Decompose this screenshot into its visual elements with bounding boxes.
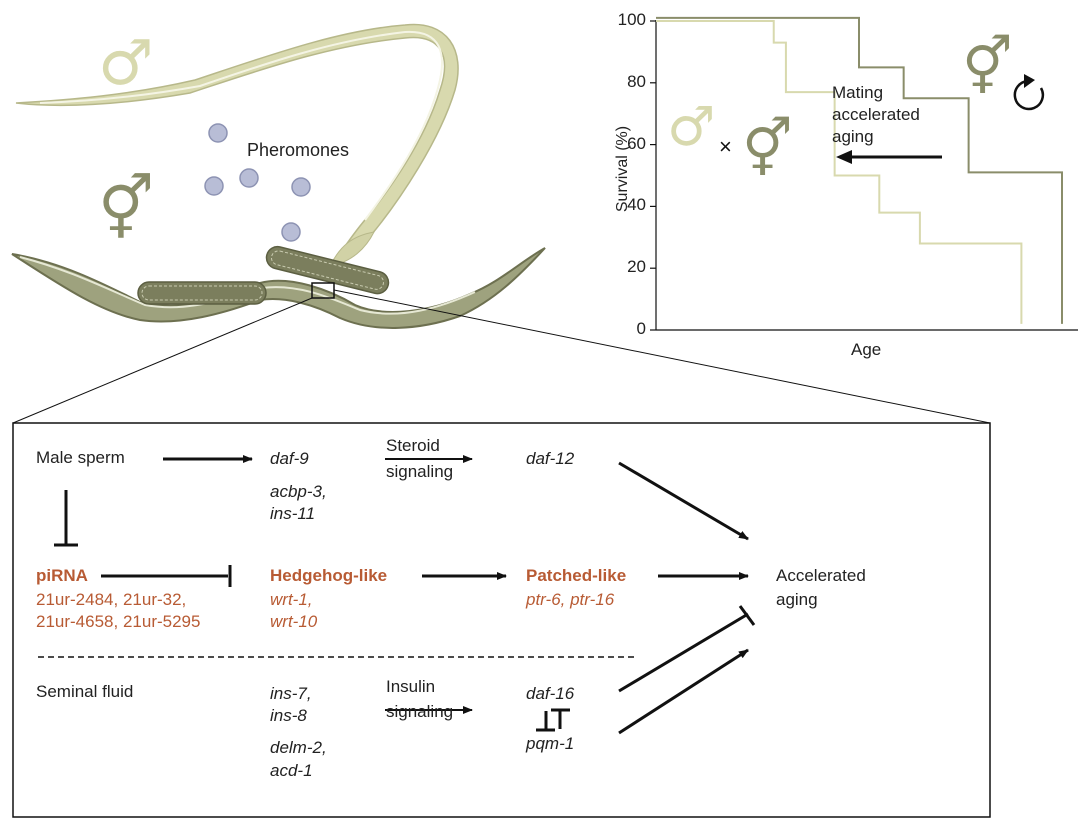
gene-daf9: daf-9 bbox=[270, 449, 309, 468]
pathway-frame bbox=[12, 422, 991, 818]
gene-delm2: delm-2, bbox=[270, 738, 327, 757]
pathway-arrows bbox=[101, 455, 749, 735]
chart-male-symbol-icon: ♂ bbox=[667, 95, 716, 158]
chart-herm-symbol-icon: ⚥ bbox=[742, 117, 793, 182]
label-insulin: Insulin bbox=[386, 677, 436, 696]
label-steroid: Steroid bbox=[386, 436, 440, 455]
annotation-line-3: aging bbox=[832, 127, 874, 146]
chart-series bbox=[656, 16, 1063, 324]
chart-herm-self-symbol-icon: ⚥ bbox=[962, 35, 1013, 100]
gene-acbp3: acbp-3, bbox=[270, 482, 327, 501]
chart-axes bbox=[650, 20, 1078, 331]
inhibition-bars bbox=[54, 490, 756, 732]
self-fertilization-icon bbox=[1013, 79, 1045, 111]
ytick-label: 100 bbox=[617, 10, 646, 29]
pirna-list-1: 21ur-2484, 21ur-32, bbox=[36, 590, 187, 609]
node-accelerated-aging: aging bbox=[776, 590, 818, 609]
zoom-line-right bbox=[333, 289, 991, 424]
male-worm bbox=[15, 23, 459, 267]
hermaphrodite-symbol-icon: ⚥ bbox=[98, 172, 154, 245]
node-male-sperm: Male sperm bbox=[36, 448, 125, 467]
cross-icon: × bbox=[719, 134, 732, 159]
gene-ins11: ins-11 bbox=[270, 504, 316, 523]
label-insulin-signaling: signaling bbox=[386, 702, 454, 721]
ytick-label: 40 bbox=[627, 195, 646, 215]
annotation-line-2: accelerated bbox=[832, 105, 920, 124]
pirna-list-2: 21ur-4658, 21ur-5295 bbox=[36, 612, 201, 631]
node-pirna: piRNA bbox=[36, 566, 88, 585]
node-accelerated: Accelerated bbox=[776, 566, 866, 585]
ytick-label: 0 bbox=[636, 319, 646, 338]
male-symbol-icon: ♂ bbox=[98, 26, 154, 99]
label-steroid-signaling: signaling bbox=[386, 462, 454, 481]
gene-wrt1: wrt-1, bbox=[270, 590, 313, 609]
pheromones-label: Pheromones bbox=[247, 140, 350, 160]
gene-ins8: ins-8 bbox=[270, 706, 307, 725]
gene-daf16: daf-16 bbox=[526, 684, 575, 703]
node-patched-like: Patched-like bbox=[526, 566, 627, 585]
gene-pqm1: pqm-1 bbox=[526, 734, 575, 753]
gene-ins7: ins-7, bbox=[270, 684, 312, 703]
node-seminal-fluid: Seminal fluid bbox=[36, 682, 134, 701]
gene-ptr: ptr-6, ptr-16 bbox=[526, 590, 615, 609]
ytick-label: 80 bbox=[627, 71, 646, 91]
zoom-line-left bbox=[12, 297, 313, 424]
hermaphrodite-worm bbox=[11, 245, 546, 329]
gene-acd1: acd-1 bbox=[270, 761, 313, 780]
chart-xlabel: Age bbox=[851, 340, 882, 359]
chart-annotation: Mating accelerated aging bbox=[832, 82, 920, 148]
annotation-line-1: Mating bbox=[832, 83, 884, 102]
survival-series-2 bbox=[656, 16, 1063, 324]
gene-wrt10: wrt-10 bbox=[270, 612, 318, 631]
gene-daf12: daf-12 bbox=[526, 449, 575, 468]
ytick-label: 60 bbox=[627, 133, 646, 153]
survival-series-1 bbox=[656, 20, 1023, 324]
pheromone-dots bbox=[204, 123, 311, 242]
node-hedgehog-like: Hedgehog-like bbox=[270, 566, 388, 585]
ytick-label: 20 bbox=[627, 257, 646, 277]
